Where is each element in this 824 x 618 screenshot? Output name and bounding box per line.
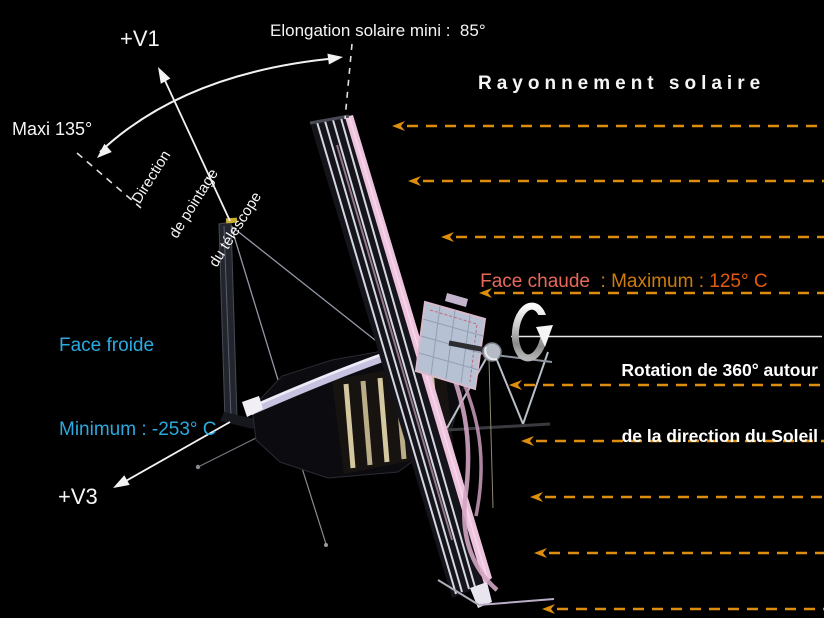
rotation-annotation: Rotation de 360° autour de la direction … <box>621 360 818 446</box>
radiation-arrow-head <box>479 288 492 298</box>
v1-axis-label: +V1 <box>120 26 160 51</box>
rotation-ring-icon <box>511 302 553 362</box>
pointing-arc <box>97 53 343 158</box>
radiation-arrow-head <box>408 176 421 186</box>
max-angle-label: Maxi 135° <box>12 119 93 139</box>
radiation-arrow-head <box>441 232 454 242</box>
solar-radiation-arrows <box>392 121 824 614</box>
hot-face-annotation: Face chaude : Maximum : 125° C <box>459 249 768 315</box>
min-elongation-label: Elongation solaire mini : 85° <box>270 21 486 40</box>
cold-face-value: Minimum : -253° C <box>59 419 217 440</box>
radiation-arrow-head <box>392 121 405 131</box>
radiation-arrow-head <box>530 492 543 502</box>
cold-face-annotation: Face froide Minimum : -253° C <box>59 276 217 500</box>
maxi-dashed-line <box>76 152 142 209</box>
radiation-arrow-head <box>521 436 534 446</box>
hot-face-separator: : Maximum : <box>589 270 710 292</box>
elongation-dashed-line <box>344 43 353 120</box>
radiation-arrow-head <box>542 604 555 614</box>
hot-face-value: 125° C <box>709 270 768 292</box>
radiation-arrow-head <box>509 380 522 390</box>
v3-axis-label: +V3 <box>58 484 98 509</box>
v3-axis-arrow <box>113 421 231 488</box>
antenna-dish <box>448 340 502 509</box>
cold-face-label: Face froide <box>59 335 155 356</box>
radiation-arrow-head <box>534 548 547 558</box>
v1-axis-arrow <box>158 67 231 222</box>
solar-radiation-title: Rayonnement solaire <box>478 73 766 94</box>
hot-face-label: Face chaude <box>480 270 590 292</box>
